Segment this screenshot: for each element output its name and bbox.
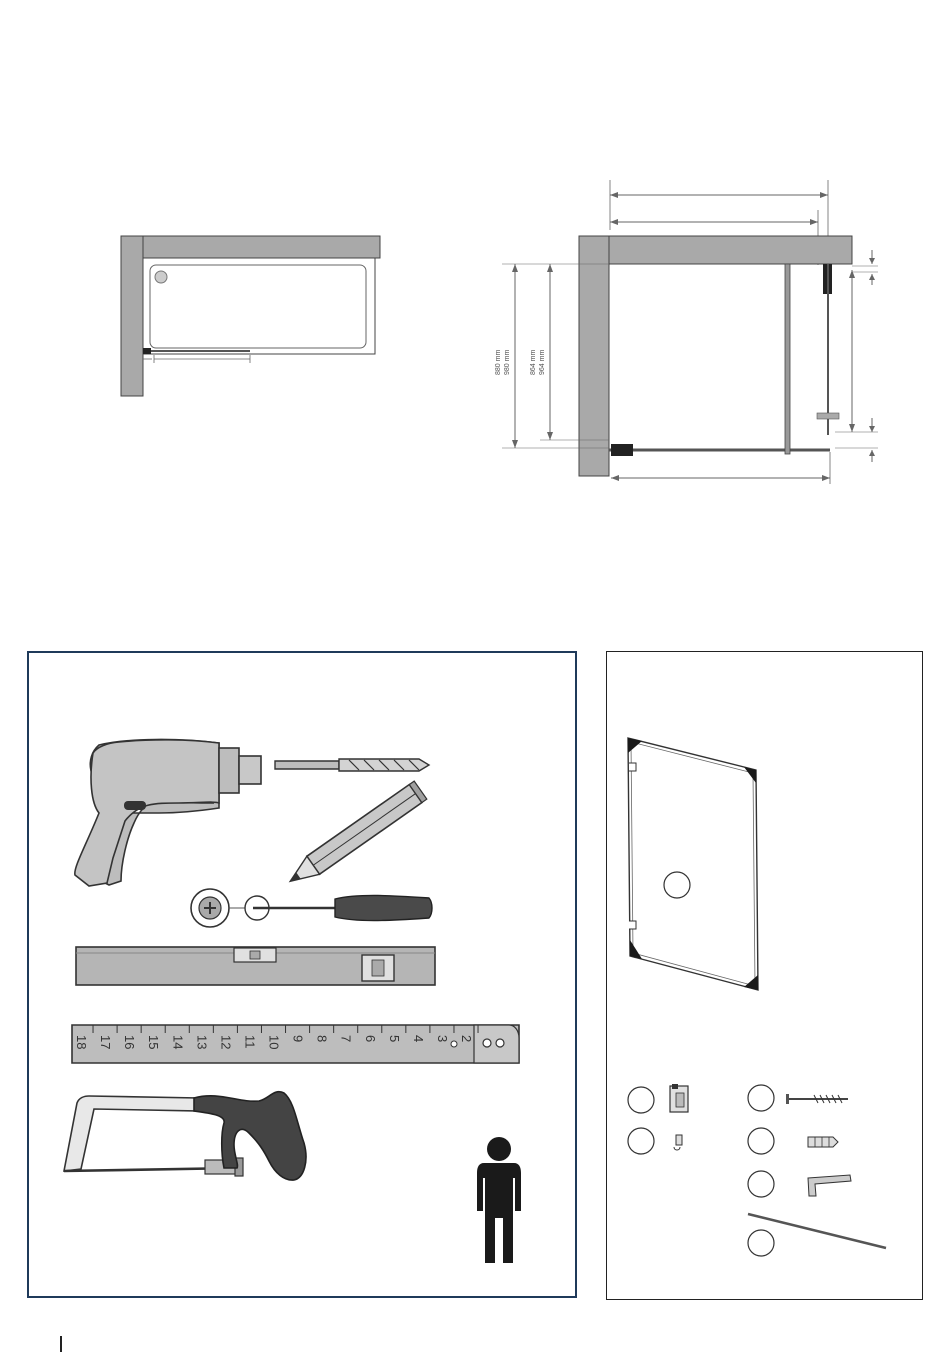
ceiling-wall bbox=[579, 236, 852, 264]
inner-height-label: 864 mm bbox=[530, 350, 537, 375]
ruler-number: 16 bbox=[122, 1035, 137, 1049]
wall-profile bbox=[143, 348, 151, 354]
glass-panel-part bbox=[628, 738, 758, 990]
ruler-number: 17 bbox=[98, 1035, 113, 1049]
ruler-number: 11 bbox=[242, 1035, 257, 1049]
allen-key-part bbox=[748, 1171, 851, 1197]
wall-plug-part bbox=[748, 1128, 838, 1154]
ruler-number: 6 bbox=[363, 1035, 378, 1042]
ruler-number: 7 bbox=[339, 1035, 354, 1042]
bath-inner bbox=[150, 265, 366, 348]
drain-icon bbox=[155, 271, 167, 283]
glass-panel-edge bbox=[785, 264, 790, 454]
drill-icon bbox=[75, 739, 261, 886]
ruler-number: 8 bbox=[315, 1035, 330, 1042]
person-icon bbox=[477, 1137, 521, 1263]
part-number-circle bbox=[748, 1085, 774, 1111]
folding-ruler-icon: 18 17 16 15 14 13 12 11 10 9 8 7 6 5 4 3 2 bbox=[72, 1025, 519, 1063]
rod-bracket bbox=[817, 413, 839, 419]
part-number-circle bbox=[628, 1087, 654, 1113]
screw-part bbox=[748, 1085, 848, 1111]
wall-profile bbox=[611, 444, 633, 456]
hacksaw-icon bbox=[64, 1092, 306, 1180]
page-marker bbox=[60, 1336, 62, 1352]
spirit-level-icon bbox=[76, 947, 435, 985]
part-number-circle bbox=[664, 872, 690, 898]
elevation-diagram: 880 mm 980 mm 864 mm 964 mm bbox=[480, 170, 900, 500]
inner-height-label-2: 964 mm bbox=[539, 350, 546, 375]
ruler-number: 15 bbox=[146, 1035, 161, 1049]
ruler-number: 12 bbox=[218, 1035, 233, 1049]
ruler-number: 13 bbox=[194, 1035, 209, 1049]
parts-illustration bbox=[608, 653, 921, 1298]
ruler-number: 9 bbox=[291, 1035, 306, 1042]
hinge-part bbox=[628, 1084, 688, 1113]
tools-illustration: 18 17 16 15 14 13 12 11 10 9 8 7 6 5 4 3 2 bbox=[29, 653, 575, 1296]
outer-height-label: 880 mm bbox=[495, 350, 502, 375]
part-number-circle bbox=[748, 1230, 774, 1256]
ruler-number: 2 bbox=[459, 1035, 474, 1042]
pencil-icon bbox=[284, 781, 427, 890]
screwdriver-icon bbox=[191, 889, 432, 927]
screw-cap-part bbox=[628, 1128, 682, 1154]
bath-plan-diagram bbox=[110, 228, 400, 408]
ruler-number: 18 bbox=[74, 1035, 89, 1049]
ruler-number: 14 bbox=[170, 1035, 185, 1049]
ruler-number: 5 bbox=[387, 1035, 402, 1042]
outer-height-label-2: 980 mm bbox=[504, 350, 511, 375]
rod-part bbox=[748, 1214, 886, 1256]
ruler-number: 10 bbox=[267, 1035, 282, 1049]
ruler-number: 3 bbox=[435, 1035, 450, 1042]
part-number-circle bbox=[748, 1171, 774, 1197]
left-wall bbox=[121, 236, 143, 396]
part-number-circle bbox=[748, 1128, 774, 1154]
ruler-number: 4 bbox=[411, 1035, 426, 1042]
drill-bit-icon bbox=[275, 759, 429, 771]
part-number-circle bbox=[628, 1128, 654, 1154]
top-wall bbox=[121, 236, 380, 258]
